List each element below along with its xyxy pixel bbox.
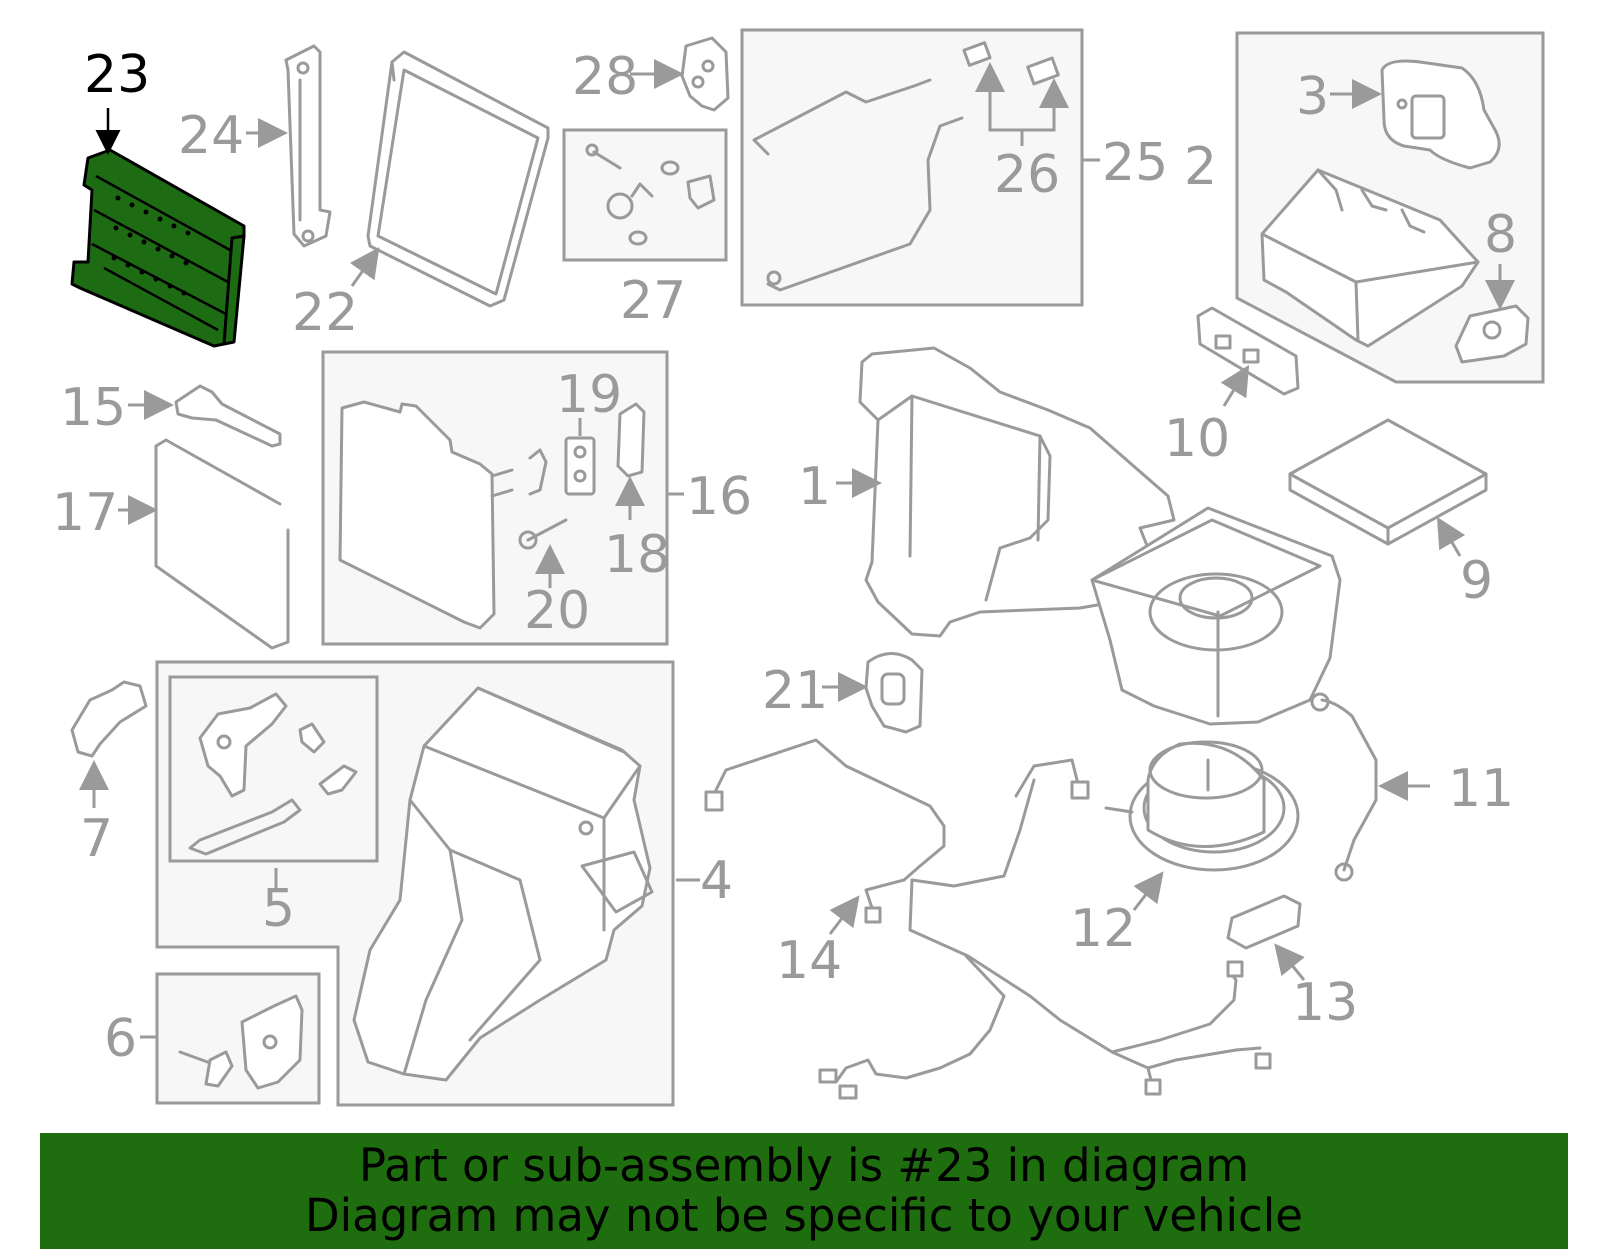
label-12: 12 — [1070, 899, 1136, 959]
label-27: 27 — [620, 271, 686, 331]
label-7: 7 — [80, 809, 113, 869]
label-23: 23 — [84, 45, 150, 105]
label-17: 17 — [52, 483, 118, 543]
part-10-duct — [1196, 306, 1300, 396]
label-8: 8 — [1484, 205, 1517, 265]
label-21: 21 — [762, 661, 828, 721]
part-17-seal — [154, 438, 290, 650]
part-23-heater-core[interactable] — [70, 148, 246, 348]
label-14: 14 — [776, 931, 842, 991]
part-4-heater-housing — [352, 686, 654, 1082]
label-3: 3 — [1296, 67, 1329, 127]
label-13: 13 — [1292, 973, 1358, 1033]
label-16: 16 — [686, 467, 752, 527]
part-27-hardware — [585, 143, 716, 246]
part-16-evaporator-assembly — [338, 400, 646, 630]
part-22-evaporator — [366, 50, 550, 308]
part-12-blower-motor — [1104, 740, 1300, 872]
label-11: 11 — [1448, 759, 1514, 819]
label-6: 6 — [104, 1009, 137, 1069]
part-6-motor — [178, 994, 304, 1090]
part-7-actuator — [70, 680, 148, 758]
info-banner: Part or sub-assembly is #23 in diagram D… — [40, 1133, 1568, 1249]
label-19: 19 — [556, 365, 622, 425]
label-9: 9 — [1460, 551, 1493, 611]
label-4: 4 — [700, 851, 733, 911]
label-25: 25 — [1102, 133, 1168, 193]
part-24-bracket — [284, 44, 332, 248]
label-15: 15 — [60, 378, 126, 438]
part-5-linkage — [188, 692, 358, 856]
label-24: 24 — [178, 106, 244, 166]
label-28: 28 — [572, 47, 638, 107]
part-3-seal — [1380, 59, 1501, 170]
part-25-refrigerant-lines — [752, 41, 1060, 292]
part-2-housing — [1260, 168, 1480, 348]
banner-line-1: Part or sub-assembly is #23 in diagram — [358, 1139, 1250, 1192]
part-21-bracket — [864, 652, 924, 734]
part-8-actuator — [1454, 304, 1530, 364]
part-15-sensor — [174, 384, 282, 448]
part-1-hvac-housing — [858, 346, 1342, 726]
part-9-cabin-filter — [1288, 418, 1488, 546]
label-10: 10 — [1164, 409, 1230, 469]
label-22: 22 — [292, 283, 358, 343]
label-1: 1 — [798, 457, 831, 517]
label-18: 18 — [604, 525, 670, 585]
part-14-wiring-harness — [704, 738, 1272, 1100]
part-13-resistor — [1226, 894, 1302, 950]
label-20: 20 — [524, 581, 590, 641]
label-26: 26 — [994, 145, 1060, 205]
part-11-hose — [1310, 692, 1378, 882]
label-2: 2 — [1184, 137, 1217, 197]
banner-line-2: Diagram may not be specific to your vehi… — [305, 1189, 1303, 1242]
group-box-25 — [740, 28, 1084, 307]
label-5: 5 — [262, 879, 295, 939]
part-28-valve — [680, 36, 730, 112]
